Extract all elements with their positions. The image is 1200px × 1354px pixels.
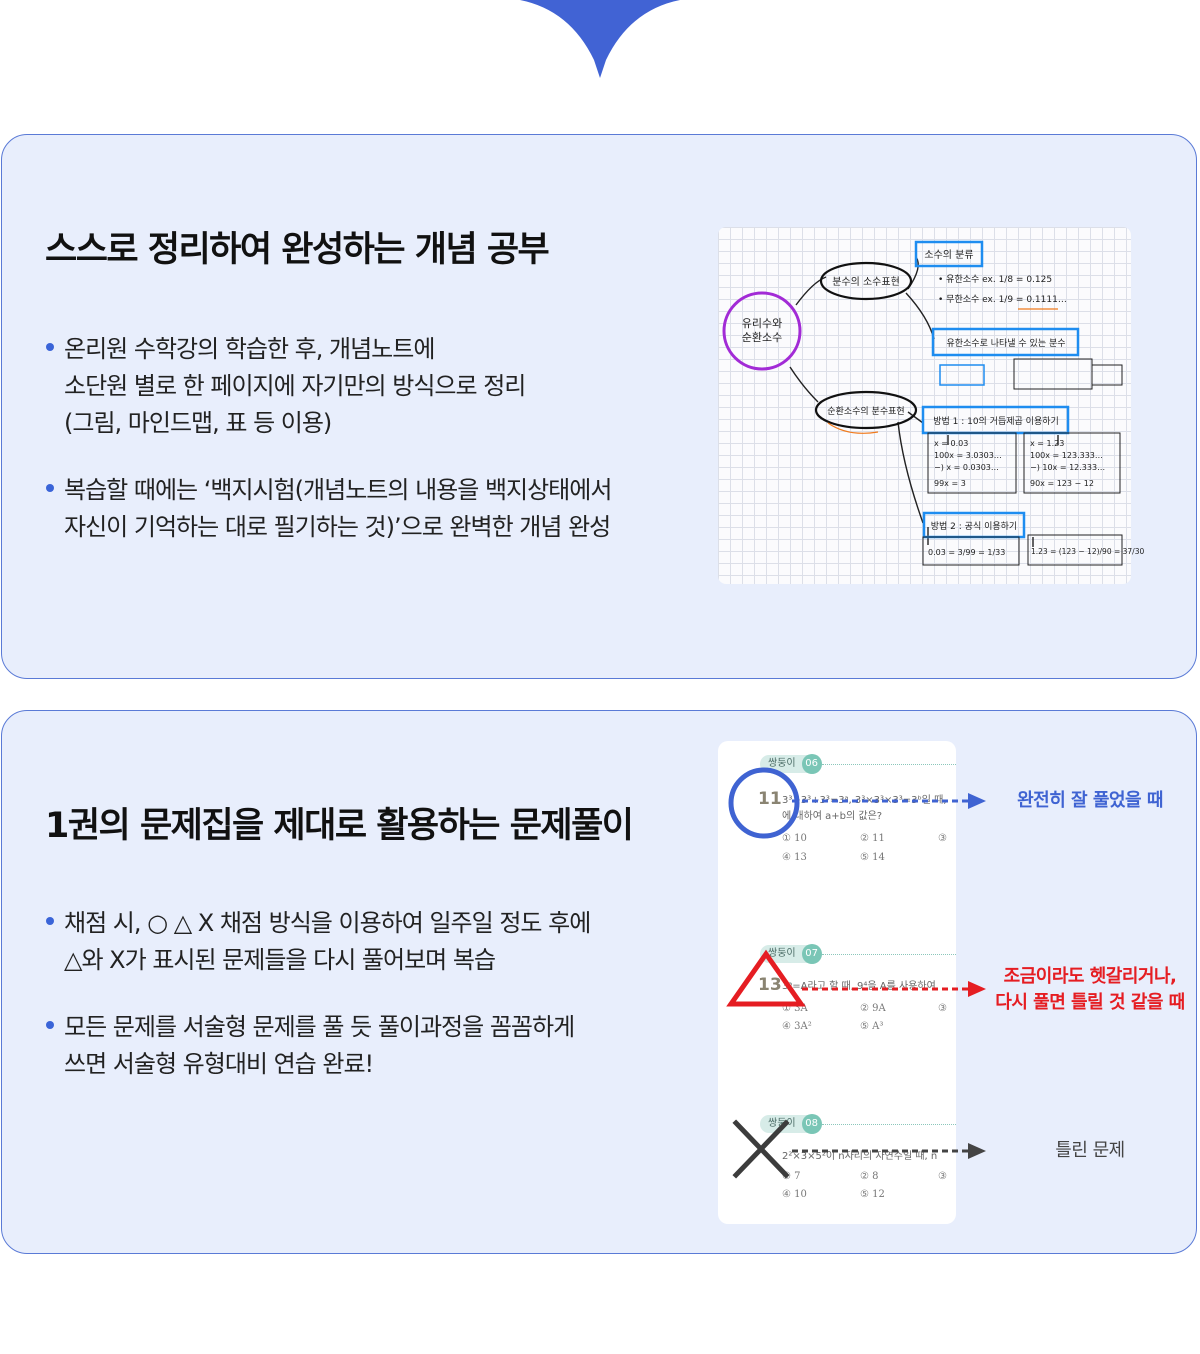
bullet-text: 채점 시, ○ △ X 채점 방식을 이용하여 일주일 정도 후에 [64,909,591,937]
center-text: 유리수와 [742,317,782,330]
choice: ① 3A [782,1003,808,1014]
bullet-text: △와 X가 표시된 문제들을 다시 풀어보며 복습 [64,946,496,974]
list-item: 온리원 수학강의 학습한 후, 개념노트에 소단원 별로 한 페이지에 자기만의… [42,331,702,442]
calc-line: x = 1.23 [1030,439,1064,448]
bullet-dot-icon [46,1021,54,1029]
calc-line: 100x = 123.333… [1030,451,1103,460]
confused-arrow-icon [802,981,986,997]
choice: ⑤ A³ [860,1021,884,1032]
confused-result-label: 조금이라도 헷갈리거나, 다시 풀면 틀릴 것 같을 때 [995,966,1185,1013]
triangle-mark-icon [726,949,806,1007]
list-item: 채점 시, ○ △ X 채점 방식을 이용하여 일주일 정도 후에 △와 X가 … [42,905,702,979]
bullet-dot-icon [46,917,54,925]
choice: ② 11 [860,833,885,844]
choice: ⑤ 12 [860,1189,885,1200]
choice: ④ 3A² [782,1021,812,1032]
calc-line: −) 10x = 12.333… [1030,463,1105,472]
badge-number: 06 [801,754,822,774]
concept-note-image: 유리수와 순환소수 분수의 소수표현 순환소수의 분수표현 소수의 분류 • 유… [718,227,1144,584]
branch-top-text: 분수의 소수표현 [832,276,900,288]
note-line-text: • 무한소수 ex. 1/9 = 0.1111… [938,294,1067,305]
bullet-text: 온리원 수학강의 학습한 후, 개념노트에 [64,335,435,363]
calc-line: −) x = 0.0303… [934,463,999,472]
calc-line: 99x = 3 [934,479,966,488]
badge-number: 08 [801,1114,822,1134]
bullet-text: 모든 문제를 서술형 문제를 풀 듯 풀이과정을 꼼꼼하게 [64,1013,575,1041]
list-item: 모든 문제를 서술형 문제를 풀 듯 풀이과정을 꼼꼼하게 쓰면 서술형 유형대… [42,1009,702,1083]
note-line-text: • 유한소수 ex. 1/8 = 0.125 [938,274,1052,285]
choice: ③ [938,1003,947,1014]
note-box-text: 유한소수로 나타낼 수 있는 분수 [946,337,1065,349]
bullet-text: 쓰면 서술형 유형대비 연습 완료! [64,1050,374,1078]
problem-item: 쌍둥이 08 2²×3×5²이 n자리의 자연수일 때, n ① 7 ② 8 ③… [718,1114,956,1245]
practice-bullet-list: 채점 시, ○ △ X 채점 방식을 이용하여 일주일 정도 후에 △와 X가 … [42,905,702,1113]
list-item: 복습할 때에는 ‘백지시험(개념노트의 내용을 백지상태에서 자신이 기억하는 … [42,472,702,546]
x-mark-icon [732,1119,790,1179]
choice: ② 9A [860,1003,886,1014]
choice: ② 8 [860,1171,879,1182]
scroll-down-arrow-icon [520,0,680,78]
bullet-dot-icon [46,484,54,492]
concept-study-card: 스스로 정리하여 완성하는 개념 공부 온리원 수학강의 학습한 후, 개념노트… [1,134,1197,679]
bullet-text: 복습할 때에는 ‘백지시험(개념노트의 내용을 백지상태에서 [64,476,612,504]
choice: ③ [938,1171,947,1182]
choice: ① 7 [782,1171,801,1182]
formula-text: 0.03 = 3/99 = 1/33 [928,548,1005,557]
problem-number: 11 [758,789,782,809]
badge-number: 07 [801,944,822,964]
calc-line: x = 0.03 [934,439,968,448]
mind-map: 유리수와 순환소수 분수의 소수표현 순환소수의 분수표현 소수의 분류 • 유… [722,240,1144,566]
twin-badge: 쌍둥이 08 [760,1114,822,1134]
choice: ④ 13 [782,852,807,863]
twin-badge: 쌍둥이 07 [760,944,822,964]
branch-bottom-text: 순환소수의 분수표현 [827,405,904,417]
problem-stem: 2²×3×5²이 n자리의 자연수일 때, n [782,1151,938,1162]
calc-line: 100x = 3.0303… [934,451,1002,460]
choice: ③ [938,833,947,844]
problem-practice-card: 1권의 문제집을 제대로 활용하는 문제풀이 채점 시, ○ △ X 채점 방식… [1,710,1197,1254]
note-box-text: 방법 2 : 공식 이용하기 [931,521,1017,532]
problem-stem: 에 대하여 a+b의 값은? [782,811,883,822]
choice: ⑤ 14 [860,852,885,863]
practice-section-title: 1권의 문제집을 제대로 활용하는 문제풀이 [45,806,634,846]
wrong-arrow-icon [792,1143,986,1159]
note-box-text: 소수의 분류 [924,249,973,261]
correct-result-label: 완전히 잘 풀었을 때 [1017,790,1163,811]
problem-number: 13 [758,975,782,995]
formula-text: 1.23 = (123 − 12)/90 = 37/30 [1031,547,1144,556]
bullet-text: (그림, 마인드맵, 표 등 이용) [64,409,332,437]
note-box-text: 방법 1 : 10의 거듭제곱 이용하기 [933,416,1059,427]
problem-stem: 3ᵃ=A라고 할 때, 9⁴을 A를 사용하여 [782,981,936,992]
choice: ① 10 [782,833,807,844]
wrong-result-label: 틀린 문제 [1055,1140,1125,1161]
center-node [722,291,802,371]
correct-arrow-icon [792,793,986,809]
concept-bullet-list: 온리원 수학강의 학습한 후, 개념노트에 소단원 별로 한 페이지에 자기만의… [42,331,702,576]
center-text: 순환소수 [742,331,782,344]
circle-mark-icon [728,767,800,839]
problem-item: 쌍둥이 07 13 3ᵃ=A라고 할 때, 9⁴을 A를 사용하여 ① 3A ②… [718,944,956,1075]
twin-badge: 쌍둥이 06 [760,754,822,774]
bullet-text: 소단원 별로 한 페이지에 자기만의 방식으로 정리 [64,372,526,400]
concept-section-title: 스스로 정리하여 완성하는 개념 공부 [45,230,550,270]
calc-line: 90x = 123 − 12 [1030,479,1094,488]
choice: ④ 10 [782,1189,807,1200]
bullet-text: 자신이 기억하는 대로 필기하는 것)’으로 완벽한 개념 완성 [64,513,611,541]
bullet-dot-icon [46,343,54,351]
